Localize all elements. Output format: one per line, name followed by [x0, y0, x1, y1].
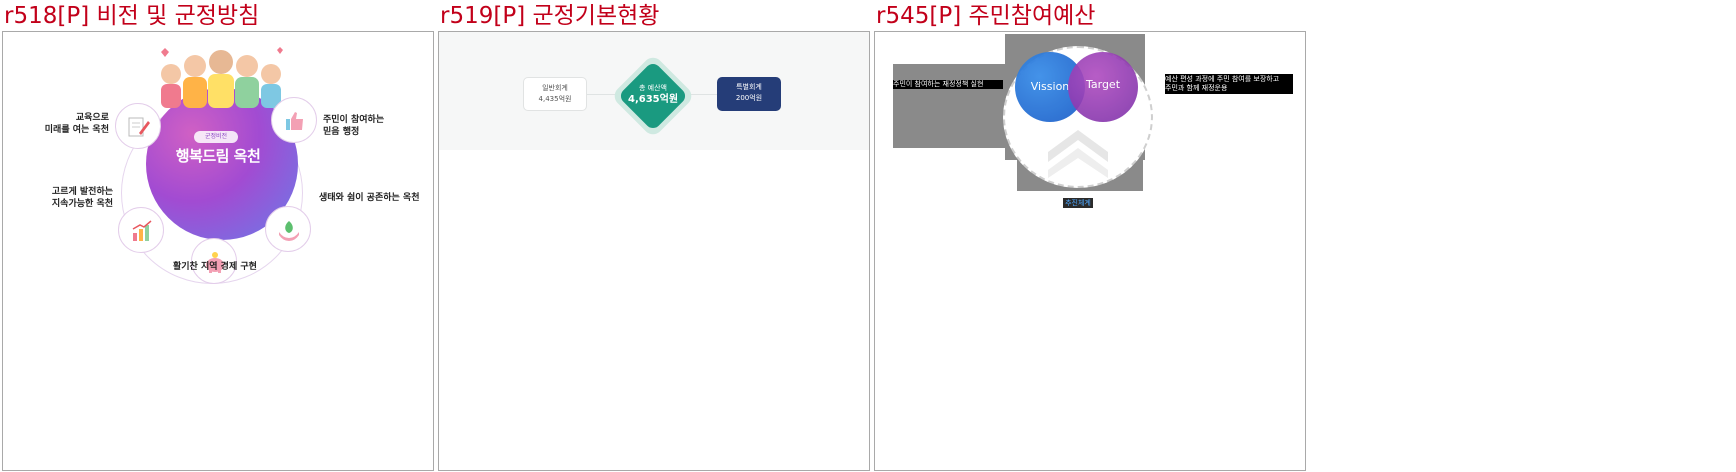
budget-general-card: 일반회계 4,435억원 — [523, 77, 587, 111]
vision-slogan: 행복드림 옥천 — [175, 147, 261, 165]
venn-target-label: Target — [1085, 78, 1121, 91]
budget-panel: 일반회계 4,435억원 총 예산액 4,635억원 특별회계 200억원 — [438, 31, 870, 471]
budget-special-label: 특별회계 — [736, 83, 762, 91]
policy-node-ecology — [265, 206, 311, 252]
budget-total-value: 4,635억원 — [627, 94, 679, 105]
pencil-paper-icon — [128, 117, 150, 137]
budget-special-card: 특별회계 200억원 — [717, 77, 781, 111]
bottom-badge: 추진체계 — [1063, 198, 1093, 208]
policy-node-education — [115, 103, 161, 149]
panel-title-vision: r518[P] 비전 및 군정방침 — [4, 3, 260, 29]
budget-special-value: 200억원 — [735, 94, 763, 102]
vision-badge: 군정비전 — [194, 131, 238, 143]
policy-node-economy — [191, 238, 237, 284]
piggy-bank-icon — [206, 252, 224, 273]
venn-target-circle: Target — [1068, 52, 1138, 122]
venn-vision-label: Vission — [1030, 80, 1070, 93]
hands-leaf-icon — [279, 221, 299, 241]
budget-general-value: 4,435억원 — [538, 95, 572, 103]
budget-general-label: 일반회계 — [542, 84, 568, 92]
policy-label-ecology: 생태와 쉼이 공존하는 옥천 — [319, 193, 420, 203]
budget-total-label: 총 예산액 — [639, 84, 667, 92]
family-illustration — [161, 47, 283, 108]
target-description: 예산 편성 과정에 주민 참여를 보장하고 주민과 함께 재정운용 — [1165, 74, 1293, 94]
thumbs-up-icon — [286, 112, 303, 130]
chevron-up-icon — [1048, 130, 1108, 178]
policy-label-economy: 활기찬 지역 경제 구현 — [173, 262, 257, 272]
participation-panel: Vission Target 주민이 참여하는 재정정책 실현 예산 편성 과정… — [874, 31, 1306, 471]
grey-block-left — [893, 64, 1011, 148]
panel-title-participation-budget: r545[P] 주민참여예산 — [876, 3, 1096, 29]
budget-total-diamond: 총 예산액 4,635억원 — [610, 53, 696, 139]
panel-title-basic-status: r519[P] 군정기본현황 — [440, 3, 660, 29]
connector-right — [689, 94, 717, 95]
bar-chart-icon — [132, 220, 152, 241]
connector-left — [587, 94, 617, 95]
policy-node-balanced — [118, 207, 164, 253]
vision-description: 주민이 참여하는 재정정책 실현 — [893, 80, 1003, 89]
policy-node-participation — [271, 97, 317, 143]
